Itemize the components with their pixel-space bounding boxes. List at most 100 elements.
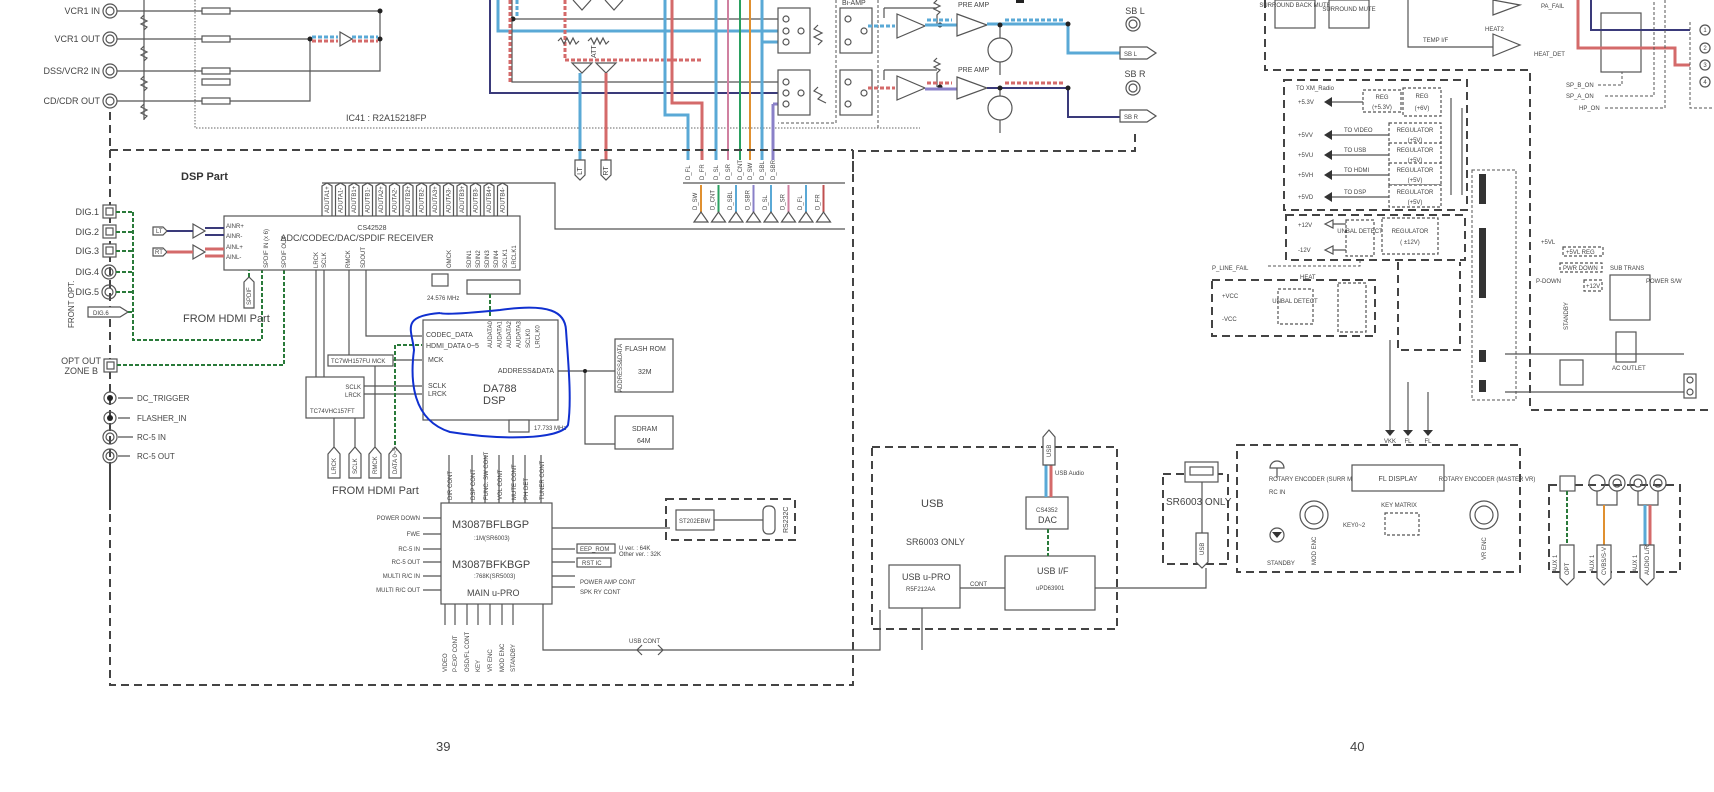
d-channel-top-label: D_SBL [760,160,766,180]
adc-top-pin-label: ADUTB2- [420,187,426,213]
svg-text:HEAT: HEAT [1300,275,1316,281]
micro-left-signal-label: MULTI R/C IN [383,574,420,580]
svg-text:-12V: -12V [1298,248,1311,254]
micro-bottom-signal-label: KEY [476,660,482,672]
svg-text:RS232C: RS232C [783,507,790,533]
aux-connector [1596,544,1612,586]
adc-bottom-pin-label: SDIN3 [485,250,491,268]
adc-top-pin-label: ADUTA2- [393,188,399,213]
from-hdmi-label-1: FROM HDMI Part [183,313,270,325]
svg-text:USB: USB [921,498,944,510]
svg-text:USB I/F: USB I/F [1037,566,1069,576]
svg-text:+12V: +12V [1586,284,1600,290]
adc-bottom-pin-label: SDIN4 [494,250,500,268]
svg-text:TC74VHC157FT: TC74VHC157FT [310,409,355,415]
svg-text:(+5V): (+5V) [1408,178,1423,184]
rs232-block: ST202EBW RS232C [665,498,796,541]
svg-text:RST IC: RST IC [582,561,602,567]
dsp-part-title: DSP Part [181,171,228,183]
svg-text:USB: USB [1200,543,1206,555]
svg-text:2: 2 [1703,46,1707,52]
pre-amp-label-1: PRE AMP [958,2,989,9]
d-channel-top-label: D_FL [686,165,692,180]
svg-text:TO DSP: TO DSP [1344,190,1366,196]
svg-text:SCLK: SCLK [428,383,447,390]
d-channel-bottom-label: D_CNT [711,190,717,210]
svg-text:DIG.5: DIG.5 [75,287,99,297]
front-panel: RC IN STANDBY ROTARY ENCODER (SURR MODE)… [1236,444,1535,573]
svg-text:(+5.3V): (+5.3V) [1372,105,1392,111]
svg-text:ST202EBW: ST202EBW [679,519,711,525]
fl-display: FL DISPLAY [1379,476,1418,483]
svg-text:4: 4 [1703,80,1707,86]
svg-text:TO USB: TO USB [1344,148,1366,154]
d-channel-buffer [727,210,745,223]
adc-bottom-pin-label: SPDIF OUT [282,236,288,268]
d-channel-top-label: D_SBR [771,159,777,180]
svg-text:USB u-PRO: USB u-PRO [902,572,951,582]
usb-cont-label: USB CONT [629,639,660,645]
svg-text:MCK: MCK [428,357,444,364]
speaker-terminal [1699,59,1711,71]
lt-connector: LT [577,166,584,174]
svg-text:POWER S/W: POWER S/W [1646,279,1682,285]
power-block: SURROUND BACK MUTE SURROUND MUTE PA_FAIL… [1211,0,1714,445]
annotation-circle [409,306,571,439]
svg-text::768K(SR5003): :768K(SR5003) [474,574,515,580]
aux-label: AUX 1 [1553,554,1559,572]
svg-text:UNBAL DETECT: UNBAL DETECT [1272,299,1318,305]
jack-sb-r: SB R [1124,69,1146,96]
jack-dss-vcr2-in: DSS/VCR2 IN [43,63,118,79]
svg-text:REGULATOR: REGULATOR [1397,128,1434,134]
adc-bottom-pin-label: SPDIF IN (x 6) [264,229,270,268]
svg-text:AINL-: AINL- [226,255,241,261]
digital-input-3: DIG.3 [75,243,117,258]
dsp-top-pin-label: AUDATA0 [488,321,494,348]
svg-text:RC IN: RC IN [1269,490,1285,496]
hdmi-connector-label: DATA 0~5 [393,447,399,474]
svg-text:OPT OUT: OPT OUT [61,356,101,366]
svg-text:uPD63901: uPD63901 [1036,586,1065,592]
micro-top-signal-label: MUTE CONT [512,464,518,500]
power-output-arrow [1403,430,1413,436]
svg-text:EEP_ROM: EEP_ROM [580,547,609,553]
d-channel-buffer [815,210,832,223]
svg-text:-VCC: -VCC [1222,317,1237,323]
dsp-top-pin-label: LRCLK0 [536,325,542,348]
svg-text:32M: 32M [638,369,652,376]
power-output-label: FL [1424,439,1432,445]
micro-bottom-signal-label: VIDEO [443,653,449,672]
micro-left-signal-label: RC-5 OUT [392,560,421,566]
micro-top-signal-label: FUNC. SW CONT [484,451,490,500]
adc-bottom-pin-label: OMCK [447,250,453,268]
d-channel-top-label: D_FR [700,164,706,180]
hdmi-connector [327,446,341,479]
svg-text:SPDIF: SPDIF [247,287,253,305]
svg-text:SUB TRANS: SUB TRANS [1610,266,1644,272]
micro-bottom-signal-label: STANDBY [511,644,517,672]
svg-text:DSP: DSP [483,395,506,407]
svg-text:SURROUND BACK MUTE: SURROUND BACK MUTE [1259,3,1330,9]
svg-text:DSS/VCR2 IN: DSS/VCR2 IN [43,66,100,76]
dsp-top-pin-label: AUDATA3 [517,321,523,348]
svg-text:+5.3V: +5.3V [1298,100,1314,106]
adc-top-pin-label: ADUTB1- [366,187,372,213]
svg-text:DIG.2: DIG.2 [75,227,99,237]
adc-top-pin-label: ADUTA1- [339,188,345,213]
aux-connector-label: OPT [1565,562,1571,575]
page-number-39: 39 [436,739,450,754]
svg-text:USB: USB [1047,445,1053,457]
adc-top-pin-label: ADUTA1+ [325,186,331,213]
svg-text:(+5V): (+5V) [1408,200,1423,206]
svg-text:UNBAL DETECT: UNBAL DETECT [1337,229,1383,235]
svg-text:RT: RT [155,250,163,256]
svg-text:SURROUND MUTE: SURROUND MUTE [1322,7,1375,13]
adc-bottom-pin-label: SCLK1 [503,248,509,268]
